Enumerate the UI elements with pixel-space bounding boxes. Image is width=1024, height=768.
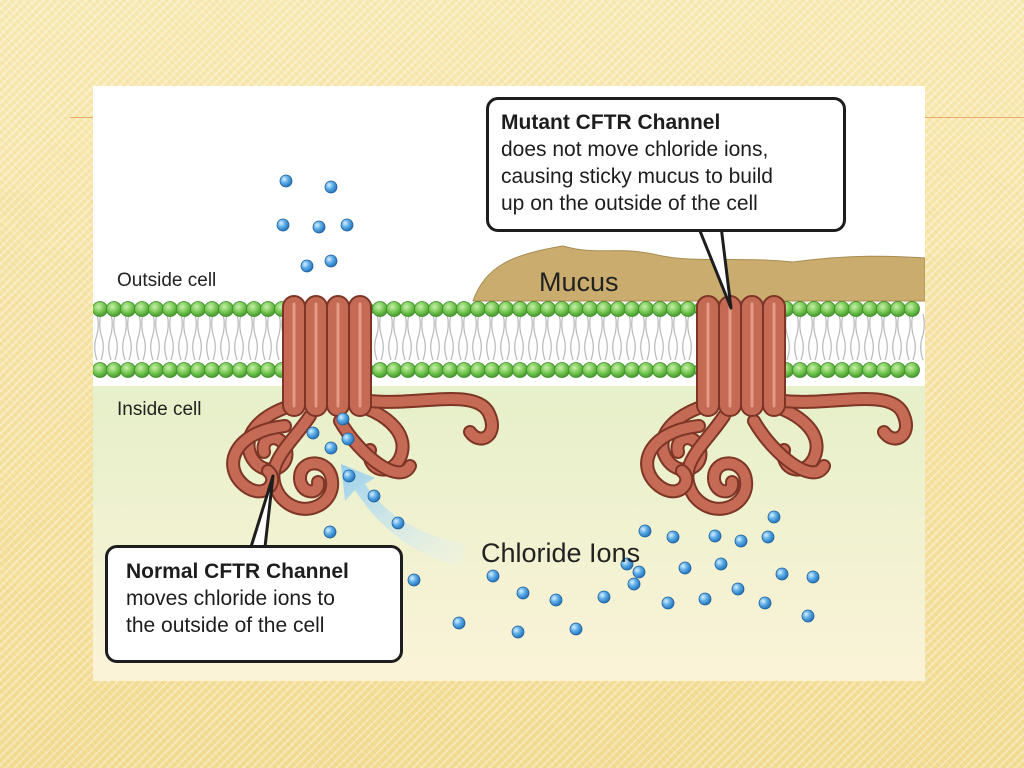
chloride-ions — [276, 174, 820, 639]
cell-membrane — [93, 301, 925, 378]
chloride-ion — [279, 174, 293, 188]
normal-callout-pointer — [249, 474, 275, 548]
channel-loop-fill — [642, 421, 704, 497]
chloride-ion — [391, 516, 405, 530]
chloride-ion — [597, 590, 611, 604]
chloride-ion — [341, 432, 355, 446]
chloride-ion — [323, 525, 337, 539]
chloride-ion — [708, 529, 722, 543]
chloride-ion — [312, 220, 326, 234]
normal-cftr-callout: Normal CFTR Channel moves chloride ions … — [105, 545, 403, 663]
chloride-ion — [324, 441, 338, 455]
cftr-diagram: Outside cell Inside cell Mucus Chloride … — [93, 86, 925, 681]
chloride-ions-label: Chloride Ions — [481, 538, 641, 568]
chloride-ion — [806, 570, 820, 584]
chloride-ion — [761, 530, 775, 544]
chloride-ion — [714, 557, 728, 571]
chloride-ion — [367, 489, 381, 503]
outside-cell-label: Outside cell — [117, 270, 217, 291]
chloride-ion — [638, 524, 652, 538]
chloride-ion — [452, 616, 466, 630]
chloride-ion — [516, 586, 530, 600]
chloride-ion — [486, 569, 500, 583]
chloride-ion — [801, 609, 815, 623]
chloride-ion — [276, 218, 290, 232]
chloride-ion — [340, 218, 354, 232]
chloride-ion — [632, 565, 646, 579]
membrane-inner-heads — [93, 362, 920, 378]
chloride-ion — [758, 596, 772, 610]
chloride-ion — [569, 622, 583, 636]
chloride-ion — [627, 577, 641, 591]
lipid-tails — [94, 313, 925, 361]
ion-flow-arrow — [341, 464, 465, 566]
channel-loop-fill — [365, 394, 497, 444]
mucus-label: Mucus — [539, 267, 619, 297]
chloride-ion — [734, 534, 748, 548]
membrane-outer-heads — [93, 301, 920, 317]
chloride-ion — [306, 426, 320, 440]
mutant-callout-title: Mutant CFTR Channel — [501, 111, 721, 134]
normal-cftr-channel — [226, 295, 499, 516]
chloride-ion — [678, 561, 692, 575]
mucus-layer — [472, 245, 925, 302]
chloride-ion — [300, 259, 314, 273]
mutant-callout-pointer — [696, 225, 733, 310]
chloride-ion — [661, 596, 675, 610]
mutant-callout-text: does not move chloride ions, causing sti… — [501, 138, 773, 215]
channel-loop-fill — [335, 416, 415, 478]
chloride-ion — [620, 557, 634, 571]
chloride-ion — [549, 593, 563, 607]
channel-loop-fill — [779, 394, 911, 444]
chloride-ion — [324, 180, 338, 194]
normal-callout-title: Normal CFTR Channel — [126, 560, 349, 583]
chloride-ion — [324, 254, 338, 268]
mutant-cftr-channel — [640, 295, 913, 516]
chloride-ion — [336, 412, 350, 426]
chloride-ion — [511, 625, 525, 639]
channel-loop-fill — [682, 411, 752, 514]
chloride-ion — [775, 567, 789, 581]
chloride-ion — [767, 510, 781, 524]
chloride-ion — [342, 469, 356, 483]
normal-callout-text: moves chloride ions to the outside of th… — [126, 587, 335, 637]
chloride-ion — [666, 530, 680, 544]
chloride-ion — [731, 582, 745, 596]
channel-loop-fill — [749, 416, 829, 478]
channel-loop-fill — [268, 411, 338, 514]
mutant-cftr-callout: Mutant CFTR Channel does not move chlori… — [486, 97, 846, 232]
chloride-ion — [407, 573, 421, 587]
inside-cell-label: Inside cell — [117, 399, 202, 420]
chloride-ion — [698, 592, 712, 606]
